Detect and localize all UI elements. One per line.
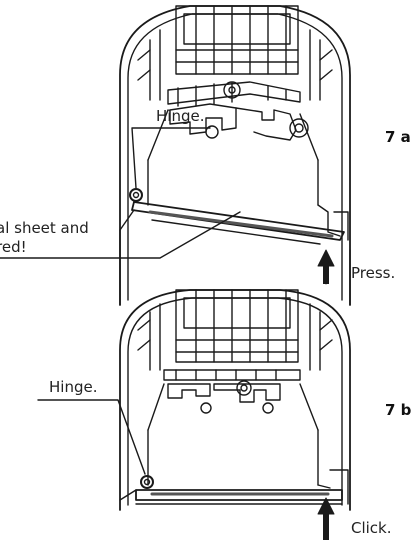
metal-sheet-note-line1: al sheet and bbox=[0, 219, 89, 237]
bottom-plate-7a bbox=[131, 201, 345, 241]
diagram-7b bbox=[37, 289, 351, 540]
hinge-7a bbox=[129, 188, 143, 202]
screw-2 bbox=[289, 118, 309, 138]
connector-block-b bbox=[175, 289, 299, 363]
hinge-b-leader bbox=[37, 399, 146, 475]
connector-block bbox=[175, 5, 299, 75]
din-rail bbox=[167, 81, 301, 105]
screw-1 bbox=[205, 125, 219, 139]
din-rail-b bbox=[163, 369, 301, 381]
step-label-7a: 7 a bbox=[385, 128, 411, 146]
screw-b bbox=[236, 380, 252, 396]
hinge-label-7b: Hinge. bbox=[49, 378, 98, 396]
diagram-7a bbox=[0, 5, 351, 306]
click-label: Click. bbox=[351, 519, 392, 537]
press-label: Press. bbox=[351, 264, 396, 282]
hinge-a-leader bbox=[131, 127, 211, 189]
housing-outer-b bbox=[119, 289, 351, 511]
step-label-7b: 7 b bbox=[385, 401, 412, 419]
hinge-label-7a: Hinge. bbox=[156, 107, 205, 125]
metal-sheet-leader bbox=[0, 211, 241, 259]
latch-mechanism bbox=[169, 103, 237, 135]
bottom-plate-7b bbox=[135, 489, 343, 501]
metal-sheet-note-line2: red! bbox=[0, 238, 27, 256]
hinge-7b bbox=[140, 475, 154, 489]
